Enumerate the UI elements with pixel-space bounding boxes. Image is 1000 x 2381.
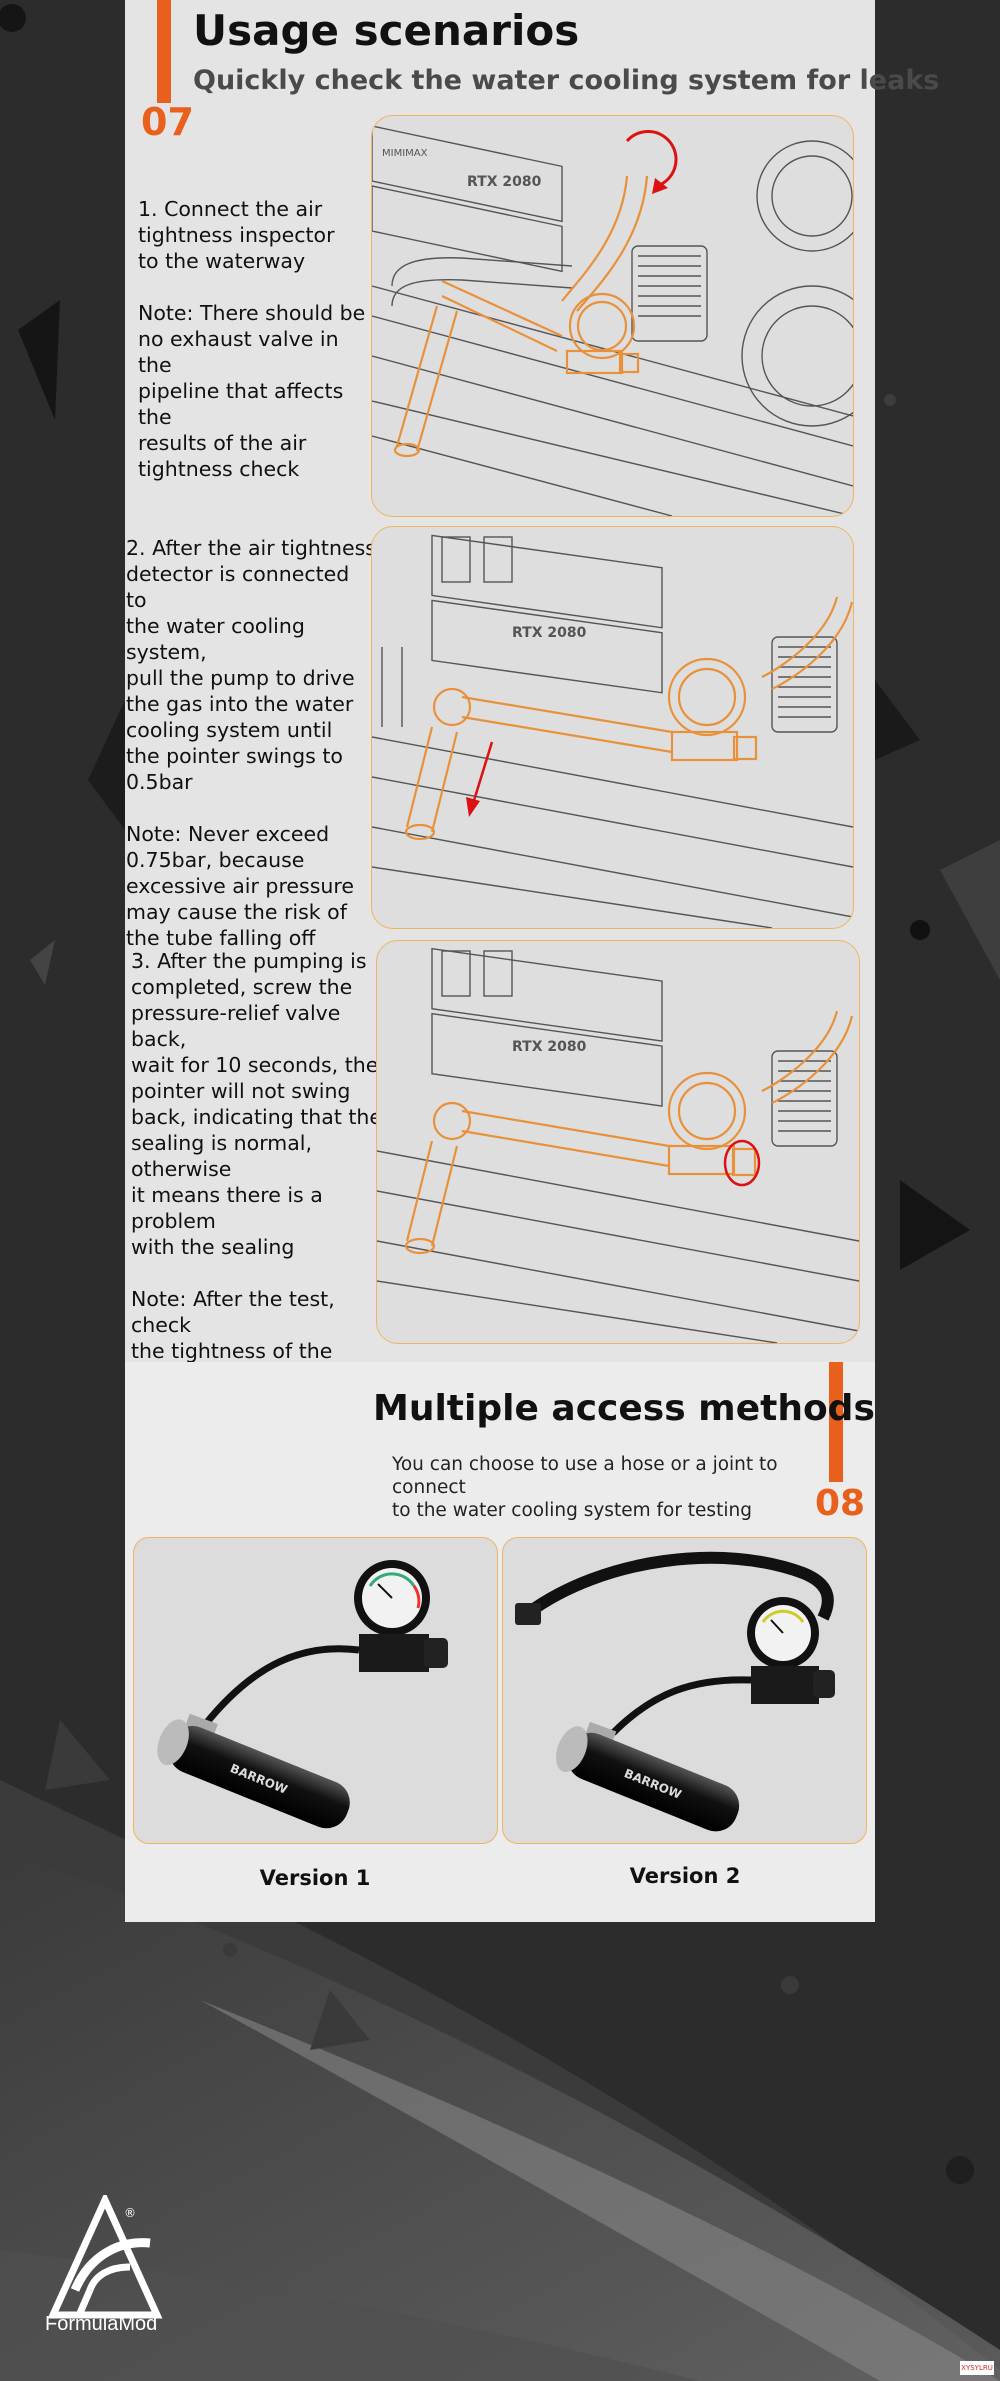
step-3-illustration: RTX 2080 <box>376 940 860 1344</box>
corner-tag: XYSYLRU <box>960 2361 994 2375</box>
step-1-diagram: RTX 2080 MIMIMAX <box>372 125 853 516</box>
section-08-title: Multiple access methods <box>373 1388 875 1429</box>
section-07-title: Usage scenarios <box>193 6 580 55</box>
svg-text:RTX 2080: RTX 2080 <box>512 1039 587 1055</box>
step-1-text-block: 1. Connect the air tightness inspector t… <box>138 196 378 482</box>
version-1-card: BARROW <box>133 1537 498 1844</box>
step-1-note: Note: There should be no exhaust valve i… <box>138 301 366 481</box>
svg-text:RTX 2080: RTX 2080 <box>467 174 542 190</box>
section-08-number: 08 <box>815 1483 866 1524</box>
gpu-model-label-2: RTX 2080 <box>512 625 587 641</box>
step-3-instruction: 3. After the pumping is completed, screw… <box>131 949 383 1259</box>
version-2-product-image: BARROW <box>515 1551 835 1832</box>
step-3-diagram: RTX 2080 <box>377 947 859 1343</box>
step-2-instruction: 2. After the air tightness detector is c… <box>126 536 376 794</box>
gpu-model-label: RTX 2080 MIMIMAX <box>382 148 542 190</box>
gpu-model-label-3: RTX 2080 <box>512 1039 587 1055</box>
version-1-label: Version 1 <box>259 1866 371 1890</box>
step-2-text-block: 2. After the air tightness detector is c… <box>126 535 376 951</box>
version-2-label: Version 2 <box>629 1864 741 1888</box>
registered-mark: ® <box>124 2206 136 2220</box>
section-08-accent-bar <box>829 1362 843 1482</box>
section-08-description: You can choose to use a hose or a joint … <box>392 1454 778 1521</box>
svg-text:RTX 2080: RTX 2080 <box>512 625 587 641</box>
step-2-note: Note: Never exceed 0.75bar, because exce… <box>126 822 354 950</box>
version-1-product-image: BARROW <box>157 1560 448 1829</box>
section-07-accent-bar <box>157 0 171 103</box>
section-07-number: 07 <box>141 100 194 144</box>
version-2-card: BARROW <box>502 1537 867 1844</box>
section-07-subtitle: Quickly check the water cooling system f… <box>193 65 940 96</box>
brand-name: FormulaMod <box>45 2313 158 2335</box>
step-1-instruction: 1. Connect the air tightness inspector t… <box>138 197 335 273</box>
step-1-illustration: RTX 2080 MIMIMAX <box>371 115 854 517</box>
formulamod-logo-icon <box>47 2195 163 2319</box>
svg-text:MIMIMAX: MIMIMAX <box>382 148 428 159</box>
step-2-illustration: RTX 2080 <box>371 526 854 929</box>
step-2-diagram: RTX 2080 <box>372 534 853 928</box>
